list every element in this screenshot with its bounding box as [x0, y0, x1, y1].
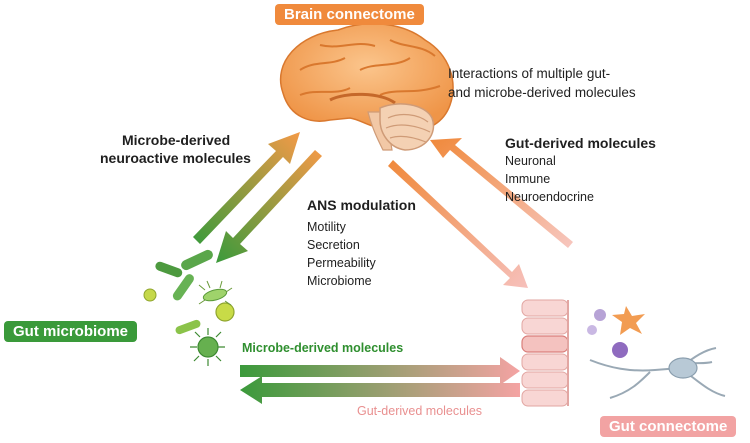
ans-item: Microbiome — [307, 274, 372, 288]
ans-item: Motility — [307, 220, 346, 234]
gut-derived-heading: Gut-derived molecules — [505, 135, 656, 151]
left-down-arrow — [216, 150, 322, 263]
gut-microbiome-badge: Gut microbiome — [4, 321, 138, 342]
right-up-arrow — [430, 138, 573, 248]
gut-derived-item: Neuroendocrine — [505, 190, 594, 204]
gut-derived-item: Neuronal — [505, 154, 556, 168]
interactions-text-line1: Interactions of multiple gut- — [448, 66, 611, 81]
gut-derived-molecules-label: Gut-derived molecules — [357, 404, 483, 418]
gut-connectome-badge: Gut connectome — [600, 416, 737, 437]
microbe-to-gut-arrow — [240, 357, 520, 385]
brain-illustration — [279, 22, 454, 151]
ans-item: Secretion — [307, 238, 360, 252]
ans-modulation-heading: ANS modulation — [307, 197, 416, 213]
microbe-neuroactive-heading-line2: neuroactive molecules — [100, 150, 251, 166]
ans-item: Permeability — [307, 256, 376, 270]
microbes-illustration — [143, 249, 235, 366]
interactions-text-line2: and microbe-derived molecules — [448, 85, 636, 100]
gut-derived-item: Immune — [505, 172, 551, 186]
gut-connectome-illustration — [521, 299, 726, 407]
microbe-neuroactive-heading-line1: Microbe-derived — [122, 132, 231, 148]
brain-connectome-badge: Brain connectome — [275, 4, 424, 25]
gut-to-microbe-arrow — [240, 376, 520, 404]
microbe-derived-molecules-label: Microbe-derived molecules — [242, 341, 404, 355]
right-down-arrow — [388, 160, 528, 288]
left-up-arrow — [193, 132, 300, 244]
